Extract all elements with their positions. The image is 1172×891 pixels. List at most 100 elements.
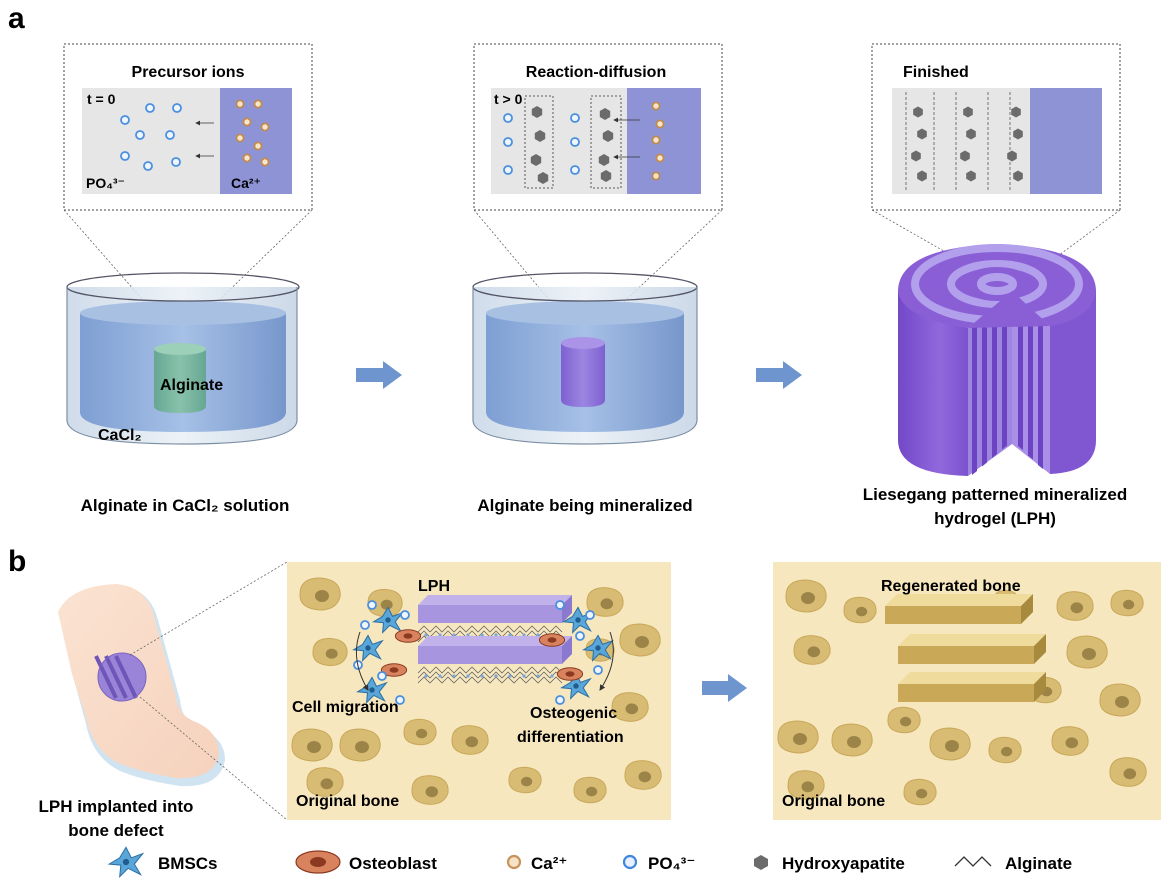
bmsc-nucleus bbox=[575, 617, 581, 623]
ion-dot bbox=[536, 674, 540, 678]
phosphate-ion bbox=[503, 113, 513, 123]
lph-block-side bbox=[562, 636, 572, 664]
phosphate-ion bbox=[120, 115, 130, 125]
ion-dot bbox=[536, 633, 540, 637]
bone-pore-core bbox=[380, 599, 393, 610]
osteoblast-nucleus bbox=[547, 637, 557, 643]
migration-arrow bbox=[355, 631, 369, 691]
bone-pore-core bbox=[945, 740, 959, 752]
ion-dot bbox=[452, 674, 456, 678]
osteoblast-nucleus bbox=[565, 671, 575, 677]
phosphate-ion bbox=[570, 113, 580, 123]
hydroxyapatite-icon bbox=[754, 855, 768, 870]
calcium-ion bbox=[235, 99, 245, 109]
phosphate-ion bbox=[585, 610, 595, 620]
hydroxyapatite-crystal bbox=[602, 130, 614, 142]
phosphate-ion bbox=[503, 137, 513, 147]
legend-label-bmsc: BMSCs bbox=[158, 854, 218, 873]
hydroxyapatite-crystal bbox=[600, 170, 612, 182]
phosphate-ion-icon bbox=[622, 854, 638, 870]
calcium-ion bbox=[260, 122, 270, 132]
regen-block-front bbox=[885, 606, 1021, 624]
regen-block-top bbox=[885, 594, 1033, 606]
inset3-band-lines bbox=[905, 92, 1011, 190]
bone-pore-core bbox=[325, 648, 338, 659]
inset-finished: Finished bbox=[871, 43, 1121, 211]
inset-reaction-diffusion: Reaction-diffusion t > 0 bbox=[473, 43, 723, 211]
lph-stripe bbox=[1002, 295, 1007, 450]
hydroxyapatite-crystal bbox=[1013, 170, 1023, 182]
alginate-chain bbox=[417, 676, 563, 684]
ion-dot bbox=[494, 633, 498, 637]
ion-dot bbox=[508, 633, 512, 637]
bone-pore-core bbox=[355, 741, 369, 753]
regen-block-side bbox=[1034, 672, 1046, 702]
panel-a-letter: a bbox=[8, 2, 25, 35]
regen-block-side bbox=[1021, 594, 1033, 624]
calcium-ion bbox=[655, 153, 665, 163]
bone-pore-core bbox=[1070, 602, 1084, 614]
lph-stripe bbox=[1028, 305, 1033, 460]
phosphate-ion bbox=[145, 103, 155, 113]
bone-pore-core bbox=[1001, 746, 1013, 757]
hydroxyapatite-crystal bbox=[534, 130, 546, 142]
hydroxyapatite-crystal bbox=[911, 150, 921, 162]
lph-ring bbox=[977, 273, 1017, 295]
inset1-title: Precursor ions bbox=[132, 64, 245, 81]
lph-stripe bbox=[972, 321, 977, 475]
phosphate-ion bbox=[360, 620, 370, 630]
legend-label-alginate: Alginate bbox=[1005, 854, 1072, 873]
lph-block-side bbox=[562, 595, 572, 623]
calcium-ion bbox=[651, 101, 661, 111]
regen-block-front bbox=[898, 646, 1034, 664]
osteoblast-icon bbox=[295, 850, 341, 874]
arrow-step1 bbox=[356, 361, 402, 389]
ion-dot bbox=[424, 674, 428, 678]
phosphate-ion bbox=[503, 165, 513, 175]
defect-stripe bbox=[94, 655, 118, 699]
hydroxyapatite-crystal bbox=[530, 154, 542, 166]
ion-dot bbox=[522, 633, 526, 637]
hydroxyapatite-crystal bbox=[917, 128, 927, 140]
bmsc-nucleus bbox=[573, 683, 579, 689]
phosphate-ion bbox=[171, 157, 181, 167]
bone-pore-core bbox=[521, 776, 533, 787]
phosphate-ion bbox=[555, 695, 565, 705]
inset2-time: t > 0 bbox=[494, 91, 523, 107]
inset1-left-ion: PO₄³⁻ bbox=[86, 175, 125, 191]
bone-pore-core bbox=[801, 781, 815, 793]
bone-pore-core bbox=[916, 788, 928, 799]
lph-label: LPH bbox=[418, 578, 450, 595]
regen-block-front bbox=[898, 684, 1034, 702]
differentiation-arrow bbox=[599, 631, 614, 691]
ion-dot bbox=[452, 633, 456, 637]
inset1-calcium-ions bbox=[235, 99, 270, 167]
lph-block-front bbox=[418, 605, 562, 623]
osteoblast-nucleus bbox=[389, 667, 399, 673]
bone-pore-core bbox=[416, 728, 428, 739]
legend-label-osteoblast: Osteoblast bbox=[349, 854, 437, 873]
bone-pore-core bbox=[586, 786, 598, 797]
osteoblast-nucleus bbox=[403, 633, 413, 639]
osteogenic-label-line1: Osteogenic bbox=[530, 705, 617, 722]
phosphate-ion bbox=[377, 671, 387, 681]
regen-block-top bbox=[898, 634, 1046, 646]
original-bone-label-left: Original bone bbox=[296, 793, 399, 810]
inset2-title: Reaction-diffusion bbox=[526, 64, 666, 81]
bmsc-nucleus bbox=[595, 645, 601, 651]
implant-caption-line1: LPH implanted into bbox=[39, 797, 194, 816]
bmsc-icon bbox=[107, 846, 145, 879]
phosphate-ion bbox=[570, 137, 580, 147]
alginate-chain bbox=[417, 671, 563, 679]
hydroxyapatite-crystal bbox=[917, 170, 927, 182]
bone-pore-core bbox=[625, 703, 639, 715]
calcium-ion bbox=[260, 157, 270, 167]
ion-dot bbox=[424, 633, 428, 637]
lph-block-top bbox=[418, 595, 572, 605]
arrow-step2 bbox=[756, 361, 802, 389]
hydroxyapatite-crystal bbox=[966, 170, 976, 182]
hydroxyapatite-crystal bbox=[537, 172, 549, 184]
bone-pore-core bbox=[1123, 599, 1135, 610]
legend-label-ca: Ca²⁺ bbox=[531, 854, 567, 873]
calcium-ion bbox=[242, 117, 252, 127]
